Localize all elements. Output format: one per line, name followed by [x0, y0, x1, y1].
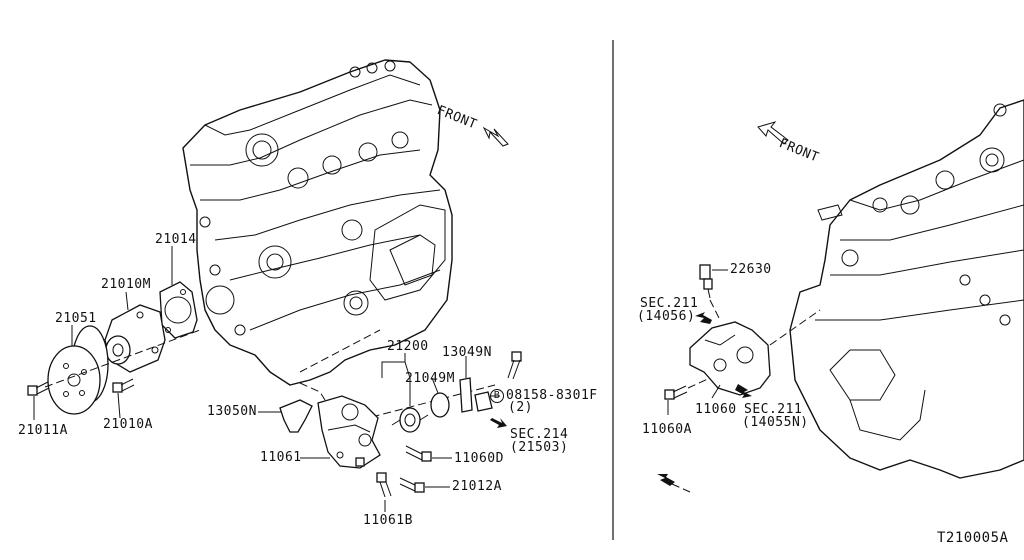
engine-block-left — [182, 59, 453, 386]
label-21010M: 21010M — [101, 277, 151, 292]
sec211-b-arrow — [735, 384, 752, 398]
label-08158-8301F: 08158-8301F — [506, 388, 598, 403]
label-sec211-b: SEC.211 — [744, 402, 803, 417]
label-11060A: 11060A — [642, 422, 692, 437]
label-21012A: 21012A — [452, 479, 502, 494]
label-11060: 11060 — [695, 402, 737, 417]
water-outlet-11060-part — [689, 321, 771, 396]
label-21200: 21200 — [387, 339, 429, 354]
thermostat-21200-part — [391, 407, 429, 433]
sensor-22630-part — [699, 264, 713, 299]
front-direction-trail — [671, 483, 691, 493]
alignment-line-sensor — [709, 299, 721, 321]
front-arrow-right — [757, 121, 789, 145]
label-11061B: 11061B — [363, 513, 413, 528]
cap-13049N-part — [459, 377, 473, 413]
front-arrow-left — [482, 126, 509, 147]
front-direction-marker — [657, 474, 675, 486]
label-21049M: 21049M — [405, 371, 455, 386]
bolt-marker-b: B — [490, 389, 504, 403]
bolt-21012A-part — [399, 477, 425, 493]
label-13050N: 13050N — [207, 404, 257, 419]
hose-stub-part — [474, 391, 493, 412]
label-sec214-ref: (21503) — [510, 440, 569, 455]
diagram-id: T210005A — [937, 530, 1009, 546]
alignment-line-housing-top — [299, 329, 381, 373]
label-22630: 22630 — [730, 262, 772, 277]
alignment-line-outlet — [769, 309, 821, 346]
label-sec214: SEC.214 — [510, 427, 569, 442]
bolt-11060D-part — [405, 445, 432, 462]
leader-21049M — [431, 377, 439, 394]
gasket-13050N-part — [279, 399, 313, 433]
seal-21049M-part — [430, 392, 450, 418]
sec211-a-arrow — [695, 312, 712, 324]
bolt-21010A-part — [112, 378, 135, 393]
label-21010A: 21010A — [103, 417, 153, 432]
bolt-08158-8301F-part — [507, 351, 522, 380]
alignment-line-housing — [299, 382, 326, 401]
bolt-11060A-part — [664, 385, 688, 400]
gasket-21014-part — [159, 281, 198, 339]
leader-21010M — [125, 291, 129, 311]
label-sec211-a-ref: (14056) — [637, 309, 696, 324]
engine-block-right — [789, 99, 1024, 479]
bolt-11061B-part — [376, 472, 392, 498]
label-21011A: 21011A — [18, 423, 68, 438]
alignment-line-pump — [44, 329, 201, 388]
leader-11060 — [711, 384, 721, 399]
label-08158-qty: (2) — [508, 400, 533, 415]
label-sec211-a: SEC.211 — [640, 296, 699, 311]
label-21014: 21014 — [155, 232, 197, 247]
label-sec211-b-ref: (14055N) — [742, 415, 809, 430]
leader-21010A — [117, 392, 121, 419]
bolt-housing-part — [355, 457, 365, 467]
bolt-21011A-part — [27, 381, 50, 396]
thermostat-housing-11061-part — [317, 395, 381, 469]
alignment-line-bolt-right — [687, 377, 711, 389]
label-11061: 11061 — [260, 450, 302, 465]
label-13049N: 13049N — [442, 345, 492, 360]
label-21051: 21051 — [55, 311, 97, 326]
label-11060D: 11060D — [454, 451, 504, 466]
leader-21200 — [381, 353, 411, 406]
pulley-21051-part — [47, 325, 109, 415]
sec214-arrow — [490, 418, 507, 428]
